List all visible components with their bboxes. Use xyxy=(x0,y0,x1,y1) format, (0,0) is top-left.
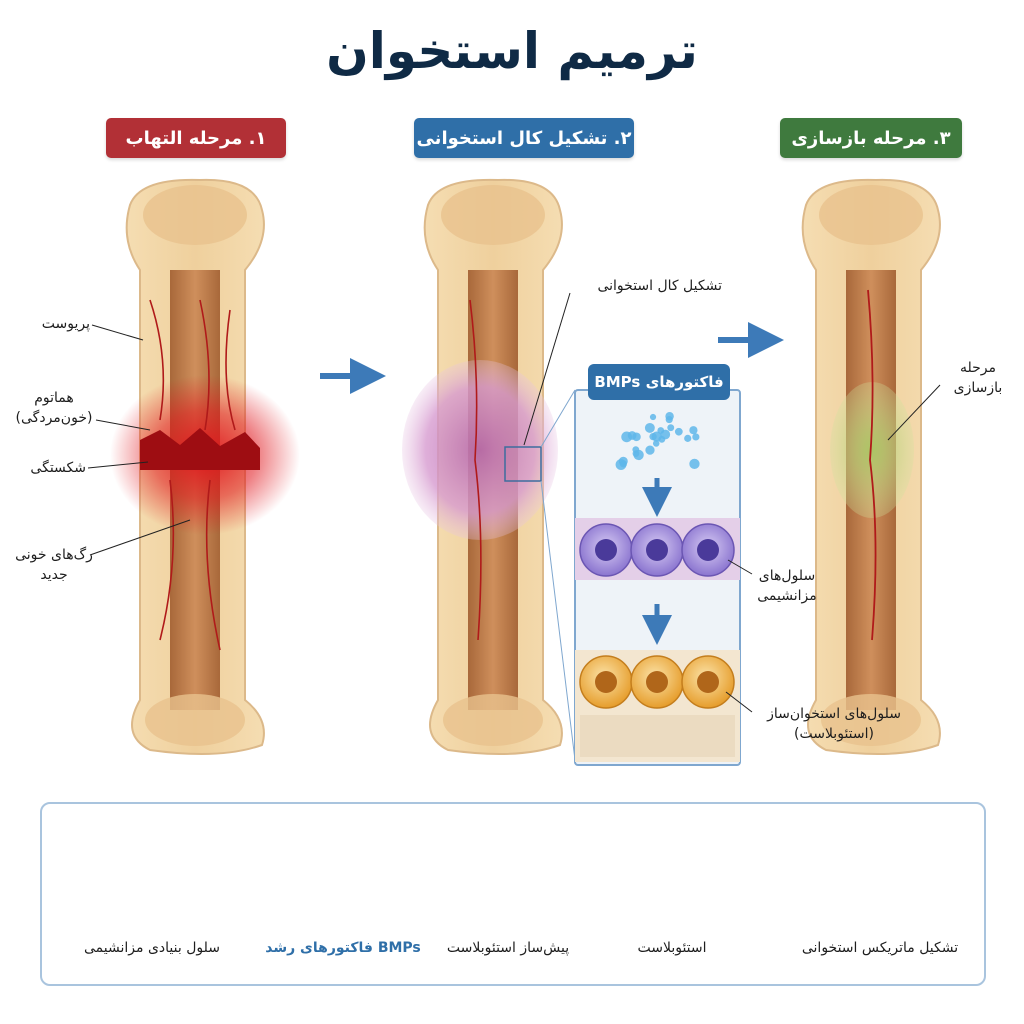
pointer-osteoblast xyxy=(725,691,753,713)
cell-zoom-panel xyxy=(540,389,741,766)
bmp-dot xyxy=(667,424,675,432)
bmp-dot xyxy=(627,431,637,440)
label-mesenchymal-1: سلول‌های xyxy=(758,568,816,584)
label-remodel-1: مرحله xyxy=(959,360,997,376)
label-vessels-2: جدید xyxy=(40,567,68,583)
label-osteoblast-2: (استئوبلاست) xyxy=(794,726,874,742)
label-hematoma-2: (خون‌مردگی) xyxy=(15,410,93,426)
bmp-dot xyxy=(689,426,698,435)
bmp-dot xyxy=(665,416,673,424)
label-periosteum: پریوست xyxy=(41,316,90,332)
bone-stage-3 xyxy=(801,178,941,755)
label-osteoblast-1: سلول‌های استخوان‌ساز xyxy=(767,706,901,722)
label-vessels-1: رگ‌های خونی xyxy=(15,547,93,563)
stage-3-badge: ۳. مرحله بازسازی xyxy=(780,118,962,158)
process-step-2: BMPs فاکتورهای رشد xyxy=(265,940,421,956)
pointer-mesenchymal xyxy=(727,559,753,575)
bmp-dot xyxy=(652,440,660,447)
bone-stage-1 xyxy=(110,178,300,755)
stage-2-badge: ۲. تشکیل کال استخوانی xyxy=(414,118,634,158)
osteoblast-cells-row xyxy=(579,655,735,757)
pointer-remodel xyxy=(887,384,941,441)
bmp-dot xyxy=(633,449,644,461)
bmp-dot xyxy=(689,458,700,470)
bmp-dot xyxy=(644,422,655,433)
process-step-4: استئوبلاست xyxy=(637,940,707,956)
bmp-dot xyxy=(649,432,657,441)
process-step-5: تشکیل ماتریکس استخوانی xyxy=(801,940,959,956)
bmp-dot xyxy=(645,445,655,455)
pointer-callus xyxy=(523,292,571,446)
mesenchymal-cells-row xyxy=(579,523,735,577)
label-fracture: شکستگی xyxy=(30,460,86,476)
bmp-dots-panel xyxy=(615,412,700,471)
page-title: ترمیم استخوان xyxy=(326,22,698,80)
pointer-periosteum xyxy=(91,324,144,341)
label-hematoma-1: هماتوم xyxy=(34,390,74,406)
label-callus: تشکیل کال استخوانی xyxy=(597,278,722,294)
bmp-dot xyxy=(674,427,683,436)
process-step-1: سلول بنیادی مزانشیمی xyxy=(84,940,220,956)
bone-stage-2 xyxy=(402,178,563,755)
label-remodel-2: بازسازی xyxy=(953,380,1003,396)
bmp-dot xyxy=(649,413,657,421)
process-step-3: پیش‌ساز استئوبلاست xyxy=(446,940,570,956)
bmp-dot xyxy=(692,433,700,441)
bmps-badge: فاکتورهای BMPs xyxy=(588,364,730,400)
process-panel xyxy=(40,802,986,986)
stage-1-badge: ۱. مرحله التهاب xyxy=(106,118,286,158)
bmp-dot xyxy=(619,460,627,468)
pointer-vessels xyxy=(89,519,191,556)
bmp-dot xyxy=(684,434,692,442)
pointer-fracture xyxy=(87,461,149,469)
pointer-hematoma xyxy=(95,419,151,431)
label-mesenchymal-2: مزانشیمی xyxy=(757,588,817,604)
bmp-dot xyxy=(660,429,671,440)
